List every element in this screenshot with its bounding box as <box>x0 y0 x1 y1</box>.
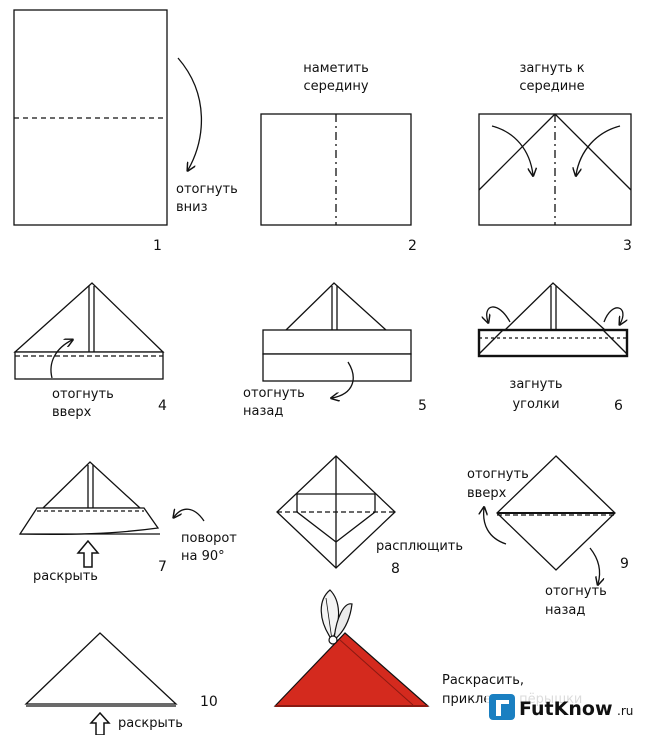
step-9-label-back-2: назад <box>545 603 585 618</box>
step-8-label: расплющить <box>376 539 463 554</box>
triangle-top <box>503 282 607 331</box>
step-3-number: 3 <box>623 238 632 254</box>
step-1-label-line-2: вниз <box>176 200 208 215</box>
final-label-line-1: Раскрасить, <box>442 673 524 688</box>
red-hat-body <box>273 632 430 707</box>
step-6-label-line-1: загнуть <box>509 377 562 392</box>
step-4-number: 4 <box>158 398 167 414</box>
step-6-number: 6 <box>614 398 623 414</box>
step-4-label-line-1: отогнуть <box>52 387 114 402</box>
watermark-logo-glyph <box>496 700 509 716</box>
corner-fold-right <box>554 113 632 191</box>
step-5 <box>262 282 412 398</box>
step-2-label-line-2: середину <box>303 79 368 94</box>
step-8 <box>276 455 396 569</box>
red-hat-seam <box>339 639 414 706</box>
rotate-arrow <box>174 509 205 522</box>
triangle-hat <box>24 632 178 705</box>
step-9-label-up-1: отогнуть <box>467 467 529 482</box>
feather-base <box>328 635 338 645</box>
corner-fold-left <box>478 113 556 191</box>
step-3-label-line-2: середине <box>519 79 584 94</box>
step-10 <box>24 632 178 735</box>
step-2-number: 2 <box>408 238 417 254</box>
step-7-label-open: раскрыть <box>33 569 98 584</box>
fold-back-arrow <box>332 361 354 398</box>
fold-down-arrow <box>177 57 203 170</box>
step-4 <box>13 282 165 380</box>
corner-arrow-left <box>487 306 511 322</box>
fold-arrow-left <box>491 125 533 175</box>
step-2-label-line-1: наметить <box>303 61 369 76</box>
step-7-number: 7 <box>158 559 167 575</box>
step-10-number: 10 <box>200 694 218 710</box>
watermark-suffix: .ru <box>617 704 633 718</box>
fold-arrow-right <box>576 125 621 175</box>
watermark: FutKnow .ru <box>486 690 650 726</box>
step-2 <box>260 113 412 226</box>
step-1-label-line-1: отогнуть <box>176 182 238 197</box>
brim-strip-lower <box>262 353 412 382</box>
fold-back-arrow <box>589 547 600 584</box>
step-6 <box>477 282 629 358</box>
step-7-label-line-1: поворот <box>181 531 237 546</box>
step-6-label-line-2: уголки <box>512 397 559 412</box>
step-8-number: 8 <box>391 561 400 577</box>
step-4-label-line-2: вверх <box>52 405 92 420</box>
step-9 <box>484 455 616 584</box>
open-up-arrow <box>76 539 100 568</box>
step-10-label: раскрыть <box>118 716 183 731</box>
step-9-number: 9 <box>620 556 629 572</box>
step-9-label-up-2: вверх <box>467 486 507 501</box>
hat-brim <box>18 507 160 536</box>
watermark-brand: FutKnow <box>519 698 613 720</box>
step-1-number: 1 <box>153 238 162 254</box>
fold-up-arrow <box>484 508 507 545</box>
step-5-number: 5 <box>418 398 427 414</box>
brim-strip <box>477 328 629 358</box>
step-3 <box>478 113 632 226</box>
step-7 <box>18 461 205 568</box>
step-1 <box>13 9 203 226</box>
fold-up-arrow <box>50 340 72 379</box>
step-3-label-line-1: загнуть к <box>519 61 584 76</box>
watermark-logo-icon <box>489 694 515 720</box>
corner-fold-right <box>602 329 628 355</box>
brim-strip-upper <box>262 329 412 355</box>
open-up-arrow <box>89 711 111 735</box>
step-9-label-back-1: отогнуть <box>545 584 607 599</box>
corner-arrow-right <box>603 307 623 324</box>
step-5-label-line-2: назад <box>243 404 283 419</box>
step-7-label-line-2: на 90° <box>181 549 225 564</box>
triangle-top <box>41 461 142 509</box>
feather-stem <box>325 597 333 641</box>
feather-icon <box>333 603 353 642</box>
triangle-top <box>284 282 388 331</box>
final-red-hat <box>273 589 430 707</box>
corner-fold-left <box>478 329 504 355</box>
step-5-label-line-1: отогнуть <box>243 386 305 401</box>
